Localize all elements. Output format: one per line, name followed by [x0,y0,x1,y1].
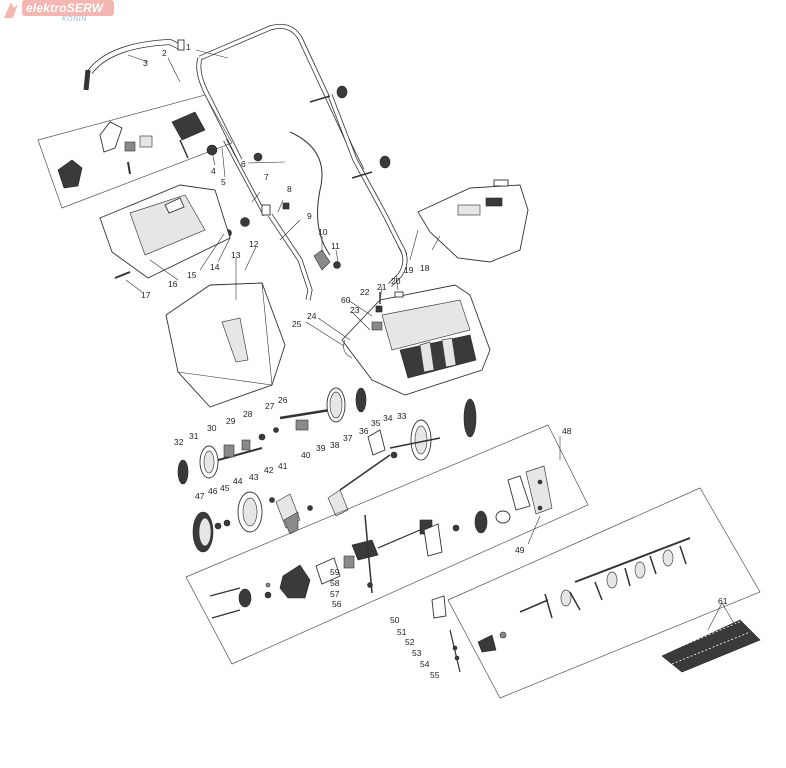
callout-41: 41 [278,461,288,471]
callout-23: 23 [350,305,360,315]
callout-21: 21 [377,282,387,292]
callout-58: 58 [330,578,340,588]
callout-11: 11 [331,241,340,251]
logo-mark-icon [4,2,18,18]
grass-box [165,282,286,408]
logo-brand-text: elektroSERW [26,1,104,15]
callout-10: 10 [318,227,328,237]
callout-25: 25 [292,319,302,329]
callout-33: 33 [397,411,407,421]
callout-27: 27 [265,401,275,411]
lower-handle-right [309,85,408,287]
callout-56: 56 [332,599,342,609]
callout-17: 17 [141,290,151,300]
callout-34: 34 [383,413,393,423]
callout-7: 7 [264,172,269,182]
callout-54: 54 [420,659,430,669]
rear-flap [99,184,231,279]
callout-52: 52 [405,637,415,647]
callout-36: 36 [359,426,369,436]
drive-box-panel [185,424,589,665]
callout-5: 5 [221,177,226,187]
callout-53: 53 [412,648,422,658]
callout-47: 47 [195,491,205,501]
callout-30: 30 [207,423,217,433]
brand-logo: elektroSERW KONIN [0,0,118,26]
callout-1: 1 [186,42,191,52]
callout-51: 51 [397,627,407,637]
callout-14: 14 [210,262,220,272]
callout-60: 60 [341,295,351,305]
callout-38: 38 [330,440,340,450]
callout-32: 32 [174,437,184,447]
logo-badge [22,0,114,16]
callout-15: 15 [187,270,197,280]
callout-9: 9 [307,211,312,221]
callout-49: 49 [515,545,525,555]
callout-20: 20 [391,276,401,286]
callout-19: 19 [404,265,414,275]
callout-35: 35 [371,418,381,428]
callout-16: 16 [168,279,178,289]
callout-4: 4 [211,166,216,176]
wheel-axle-front [279,387,477,461]
callout-42: 42 [264,465,274,475]
callout-3: 3 [143,58,148,68]
callout-labels: 1 2 3 4 5 6 7 8 9 10 11 12 13 14 15 16 1… [141,42,728,680]
callout-8: 8 [287,184,292,194]
callout-31: 31 [189,431,199,441]
callout-29: 29 [226,416,236,426]
callout-22: 22 [360,287,370,297]
callout-44: 44 [233,476,243,486]
brush-roller [661,619,761,673]
callout-2: 2 [162,48,167,58]
callout-45: 45 [220,483,230,493]
callout-6: 6 [241,159,246,169]
callout-18: 18 [420,263,430,273]
roller-shaft-panel [447,487,761,699]
callout-24: 24 [307,311,317,321]
wheel-left-large [192,491,275,553]
callout-28: 28 [243,409,253,419]
callout-50: 50 [390,615,400,625]
housing-deck [341,284,491,396]
switch-box-panel [37,94,233,209]
callout-48: 48 [562,426,572,436]
callout-40: 40 [301,450,311,460]
motor-cover [417,179,529,263]
wheel-axle-rear [177,419,309,485]
belt-parts [431,595,461,673]
callout-26: 26 [278,395,288,405]
callout-43: 43 [249,472,259,482]
callout-57: 57 [330,589,340,599]
logo-city-text: KONIN [62,16,87,23]
callout-55: 55 [430,670,440,680]
top-bar [83,38,185,91]
upper-handle [196,23,365,172]
callout-37: 37 [343,433,353,443]
lower-handle-left [223,139,313,301]
callout-13: 13 [231,250,241,260]
leader-lines [125,49,736,631]
callout-46: 46 [208,486,218,496]
callout-12: 12 [249,239,259,249]
callout-59: 59 [330,567,340,577]
callout-39: 39 [316,443,326,453]
callout-61: 61 [718,596,728,606]
cable [289,131,331,256]
